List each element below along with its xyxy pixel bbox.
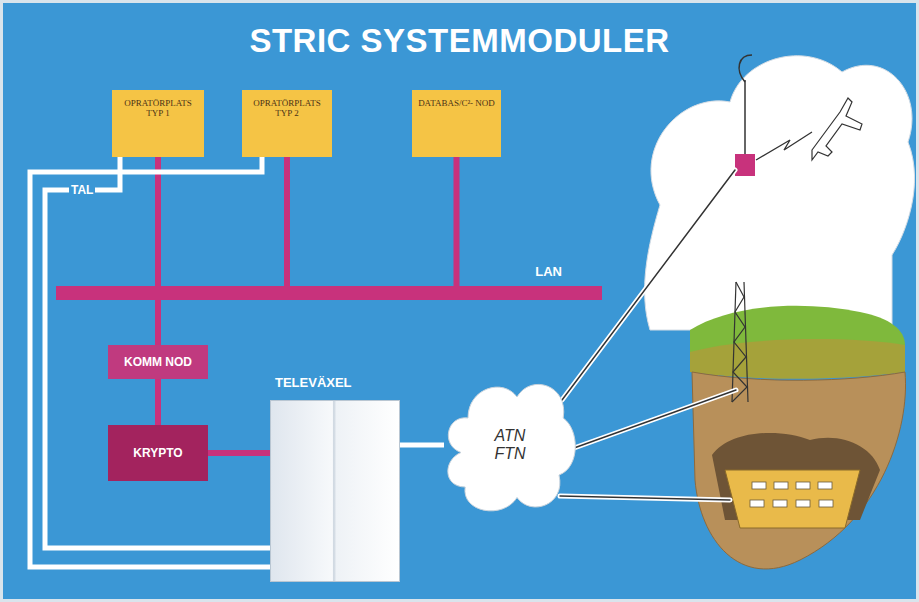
box-label: OPRATÖRPLATS TYP 2 — [246, 98, 328, 119]
site-link — [560, 496, 730, 500]
operator-box: OPRATÖRPLATS TYP 2 — [242, 90, 332, 157]
site-link — [562, 170, 735, 400]
desk — [796, 482, 810, 489]
radio-link — [756, 132, 812, 160]
data-link — [155, 157, 161, 286]
antenna-hook — [739, 55, 752, 82]
desk — [752, 482, 766, 489]
data-link — [284, 157, 290, 286]
box-label: DATABAS/C²- NOD — [418, 98, 495, 108]
cloud-shape — [448, 384, 575, 510]
bunker-room — [725, 470, 860, 528]
crypto-box: KRYPTO — [108, 425, 208, 481]
desk — [773, 500, 787, 507]
box-label: KRYPTO — [133, 446, 182, 460]
tower-bracing — [732, 282, 747, 402]
desk — [819, 500, 833, 507]
desk — [818, 482, 832, 489]
comm-node-box: KOMM NOD — [108, 345, 208, 379]
box-label: OPRATÖRPLATS TYP 1 — [116, 98, 200, 119]
database-box: DATABAS/C²- NOD — [412, 90, 501, 157]
voice-line — [400, 443, 444, 448]
voice-line — [30, 157, 270, 567]
voice-line — [45, 157, 270, 548]
desk — [796, 500, 810, 507]
outside-label: TELEVÄXEL — [275, 375, 352, 390]
lattice-tower — [732, 282, 748, 402]
desk — [750, 500, 764, 507]
site-link — [560, 496, 730, 500]
network-cloud: ATN FTN — [440, 370, 580, 520]
data-link — [208, 450, 270, 456]
outside-label: LAN — [535, 264, 562, 279]
data-link — [155, 300, 161, 345]
data-link — [454, 157, 460, 286]
desk — [774, 482, 788, 489]
telephone-exchange: TELEVÄXEL — [270, 400, 400, 582]
olive-layer — [690, 339, 905, 379]
lan-bus: LAN — [56, 286, 602, 300]
desk-rows — [750, 482, 833, 507]
data-link — [155, 379, 161, 425]
operator-box: OPRATÖRPLATS TYP 1 — [112, 90, 204, 157]
box-label: KOMM NOD — [124, 355, 192, 369]
site-link — [562, 170, 735, 400]
rock-ground — [692, 372, 906, 569]
aircraft — [812, 98, 862, 160]
radio-unit — [735, 154, 755, 176]
box-label: ATN FTN — [490, 427, 530, 462]
site-link — [574, 390, 736, 448]
diagram-title: STRIC SYSTEMMODULER — [0, 22, 919, 60]
line-label: TAL — [69, 183, 95, 197]
sky-cloud — [645, 56, 915, 330]
site-links — [560, 170, 736, 500]
site-link — [574, 390, 736, 448]
